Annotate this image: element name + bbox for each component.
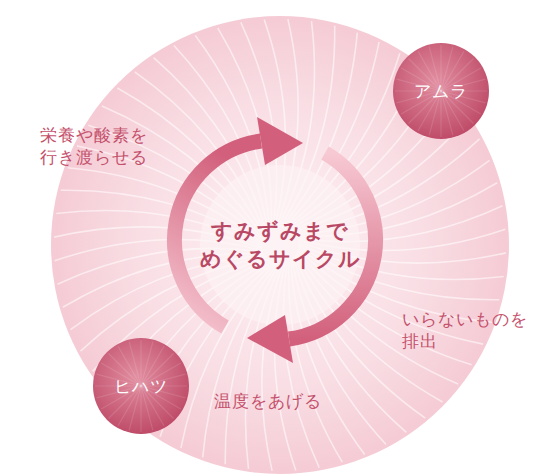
herb-name: アムラ bbox=[414, 80, 468, 103]
herb-name: ヒハツ bbox=[114, 375, 168, 398]
cycle-label: いらないものを 排出 bbox=[402, 308, 528, 352]
herb-circle: ヒハツ bbox=[92, 337, 190, 435]
cycle-label: 温度をあげる bbox=[214, 390, 322, 412]
cycle-title: すみずみまで めぐるサイクル bbox=[200, 217, 361, 274]
cycle-label: 栄養や酸素を 行き渡らせる bbox=[40, 124, 148, 168]
herb-circle: アムラ bbox=[392, 42, 490, 140]
